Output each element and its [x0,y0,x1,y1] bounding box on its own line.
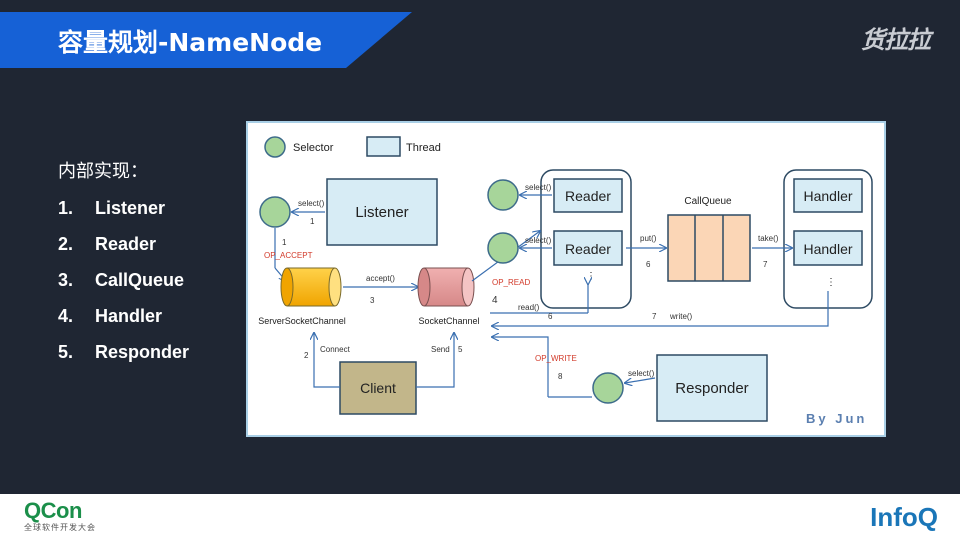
step-number: 1 [310,217,315,226]
list-item: 4.Handler [58,306,163,326]
watermark: By Jun [806,411,867,426]
socket-channel-body [424,268,468,306]
reader-selector-1 [487,179,519,211]
brand-logo: 货拉拉 [861,26,931,54]
client-box [339,361,417,415]
qcon-name: QCon [24,498,82,523]
legend-thread-icon [366,136,401,157]
step-number: 3 [370,296,375,305]
server-socket-channel-label: ServerSocketChannel [258,316,346,326]
step-number: 7 [652,312,657,321]
footer-bar: QCon 全球软件开发大会 InfoQ [0,494,960,540]
socket-channel-label: SocketChannel [418,316,479,326]
responder-box [656,354,768,422]
qcon-subtitle: 全球软件开发大会 [24,523,96,532]
legend-thread-label: Thread [406,142,441,154]
step-number: 6 [548,312,553,321]
step-number: 2 [304,351,309,360]
title-banner-shape [0,12,412,68]
server-socket-channel-right [328,267,342,307]
list-item: 1.Listener [58,198,166,218]
write-edge [492,291,829,326]
architecture-diagram: Selector Thread Listener select() 1 1 OP… [246,121,886,437]
list-item: 2.Reader [58,234,157,254]
edge-label-select: select() [525,183,552,192]
handler-label-2: Handler [803,241,852,257]
reader-more-dots: ⋮ [586,271,596,282]
step-number: 7 [763,260,768,269]
listener-selector [259,196,291,228]
edge-label-put: put() [640,234,657,243]
qcon-logo: QCon 全球软件开发大会 [24,500,96,533]
responder-select-edge [625,377,656,383]
page-title: 容量规划-NameNode [58,28,323,57]
component-list: 1.Listener 2.Reader 3.CallQueue 4.Handle… [58,198,189,378]
edge-label-select: select() [525,236,552,245]
step-number: 4 [492,295,498,306]
edge-label-connect: Connect [320,345,351,354]
socket-channel-left [417,267,431,307]
callqueue-box [667,214,751,282]
handler-more-dots: ⋮ [826,277,836,288]
edge-label-accept: accept() [366,274,395,283]
connect-edge [314,333,340,388]
handler-label-1: Handler [803,188,852,204]
step-number: 8 [558,372,563,381]
legend-selector-icon [264,136,286,158]
diagram-canvas: Selector Thread Listener select() 1 1 OP… [246,121,886,437]
reader-box-1 [553,178,623,213]
responder-selector [592,372,624,404]
title-banner: 容量规划-NameNode [0,12,412,68]
listener-label: Listener [355,204,408,221]
step-number: 1 [282,238,287,247]
callqueue-label: CallQueue [684,196,732,207]
edge-label-select: select() [628,369,655,378]
op-write-label: OP_WRITE [535,354,577,363]
handler-box-1 [793,178,863,213]
server-socket-channel-left [280,267,294,307]
server-socket-channel-body [287,268,335,306]
op-write-edge [492,337,549,397]
listener-box [326,178,438,246]
reader-label-1: Reader [565,188,611,204]
edge-label-write: write() [669,312,693,321]
step-number: 6 [646,260,651,269]
reader-box-2 [553,230,623,266]
edge-label-send: Send [431,345,450,354]
list-item: 3.CallQueue [58,270,185,290]
list-item: 5.Responder [58,342,190,362]
edge-label-take: take() [758,234,779,243]
client-label: Client [360,380,396,396]
reader-label-2: Reader [565,241,611,257]
reader-group [540,169,632,309]
edge-label-read: read() [518,303,540,312]
op-read-label: OP_READ [492,278,530,287]
socket-channel-right [461,267,475,307]
legend-selector-label: Selector [293,142,334,154]
reader-selector-2 [487,232,519,264]
send-edge [416,333,454,388]
intro-label: 内部实现： [58,161,148,182]
edge-label-select: select() [298,199,325,208]
handler-box-2 [793,230,863,266]
step-number: 5 [458,345,463,354]
responder-label: Responder [675,380,748,397]
infoq-logo: InfoQ [870,502,938,532]
op-accept-label: OP_ACCEPT [264,251,313,260]
